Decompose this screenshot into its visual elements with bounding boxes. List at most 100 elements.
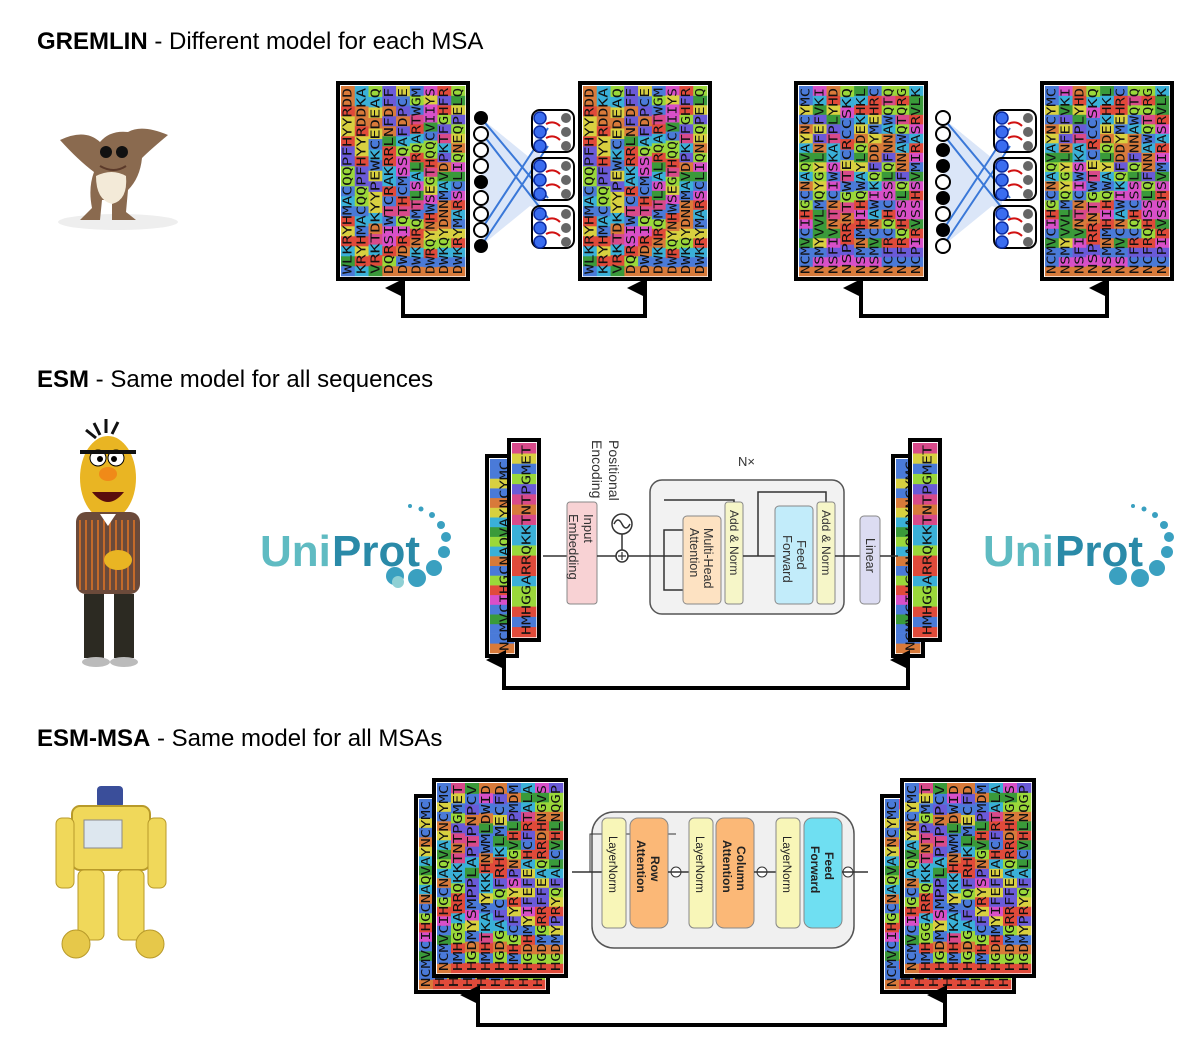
- robot-character-icon: [55, 786, 167, 959]
- layernorm-label-3: LayerNorm: [780, 836, 792, 893]
- msa-sequence: DWKQYDNNMAVDPKTFGHFR: [437, 87, 451, 274]
- esm-msa-heading-bold: ESM-MSA: [37, 725, 151, 752]
- esm-msa-heading: ESM-MSA - Same model for all MSAs: [37, 725, 442, 753]
- msa-sequence: HMHGGARRQKKTNTPGMET: [919, 785, 933, 971]
- bert-character-icon: [76, 419, 140, 667]
- msa-sequence: HGDMGRRFFEAQRRDHNGVS: [1003, 785, 1017, 971]
- msa-sequence: WLKRYHMACQQPFHYYRDD: [341, 88, 355, 274]
- esm-heading-bold: ESM: [37, 366, 90, 393]
- add-norm-label-1: Add & Norm: [727, 510, 741, 575]
- add-norm-label-2: Add & Norm: [819, 510, 833, 575]
- msa-transformer-diagram: LayerNorm Row Attention LayerNorm Column…: [572, 811, 868, 949]
- attention-label: Attention: [687, 528, 701, 577]
- msa-sequence: DWKNRQMTLSALRQARTWGM: [652, 88, 666, 274]
- feed-forward-box: [774, 505, 814, 605]
- msa-sequence: HGDMYSMPPLAPTPNPCV: [465, 785, 479, 971]
- feed-forward-box-msa: [803, 817, 843, 929]
- nx-label: N×: [738, 454, 755, 469]
- msa-sequence: DQRSIWTCRAKRRLNFDFF: [382, 88, 396, 274]
- layernorm-label-1: LayerNorm: [606, 836, 618, 893]
- forward-label: Forward: [780, 535, 795, 583]
- esm-msa-heading-rest: - Same model for all MSAs: [150, 725, 443, 752]
- row-label: Row: [648, 856, 662, 882]
- column-attention-label: Attention: [720, 840, 734, 893]
- msa-sequence: NCFRCQHCSSLQFNNAWQTQ: [1127, 88, 1141, 274]
- linear-box: [859, 515, 881, 605]
- esm-arrow: [486, 650, 910, 690]
- msa-sequence: DWKQYDNNMAVDPKTFGHFR: [679, 87, 693, 274]
- embedding-label: Embedding: [566, 514, 581, 580]
- msa-sequence: NCMVCIHGCNAQVAYNCYMC: [885, 801, 899, 987]
- esm-msa-arrow: [460, 985, 947, 1027]
- layernorm-box-2: [688, 817, 714, 929]
- msa-sequence: HGDHMYIFEFEAHCFRTALA: [521, 784, 535, 971]
- msa-sequence: VRKTDKYYPEWKCEDEAQ: [610, 88, 624, 274]
- msa-sequence: NCPIRVSSHSVMIRASRVLK: [1155, 87, 1169, 274]
- input-label: Input: [581, 514, 596, 543]
- msa-sequence: NCMVCIHGCNAQVAYNCYMC: [437, 785, 451, 971]
- msa-sequence: DWDRIQTHCMSSQAFDPCE: [638, 88, 652, 274]
- msa-sequence: NSPRRNTGWTECRCCSKQ: [1086, 88, 1100, 274]
- msa-sequence: NCFRQHSSLQFNNAWQTQRG: [895, 88, 909, 274]
- gremlin-network-2: [935, 109, 1037, 254]
- msa-sequence: NSMVCNAWIKQFDDYMEHRC: [868, 88, 882, 274]
- msa-sequence: HGDHMYIFEFEAHCFRTALA: [989, 784, 1003, 971]
- msa-sequence: HMHTKAMYKKHNWMLDWID: [947, 785, 961, 971]
- msa-sequence: NCMVCIHGCNAQVAYNCYMC: [799, 88, 813, 274]
- msa-sequence: DWKRYMARSCLIQNEQPELQ: [693, 88, 707, 274]
- msa-sequence: NSMVCNAWIKQFDDYMEHRC: [1114, 88, 1128, 274]
- msa-sequence: NCFRQHSSLQFNNAWQTQRG: [1141, 88, 1155, 274]
- msa-sequence: HMHTKAMYKKHNWMLDWID: [479, 785, 493, 971]
- msa-sequence: DWKRYMARSCLIQNEQPELQ: [451, 88, 465, 274]
- msa-sequence: HGDGAFCQFRHKLMECFD: [961, 785, 975, 971]
- uniprot-left-prot: Prot: [332, 527, 420, 576]
- msa-sequence: HGDMYSMPPLAPTPNPCV: [933, 785, 947, 971]
- msa-sequence: HMHGCFYRYSPNGVHLPMDM: [975, 785, 989, 971]
- feed-label-msa: Feed: [822, 852, 836, 880]
- msa-sequence: HGDMYPRYQFALCVHLNQGP: [549, 785, 563, 971]
- msa-sequence: HMHGGARRQKKTNTPGMET: [921, 445, 935, 635]
- msa-sequence: DQRSIWTCRAKRRLNFDFF: [624, 88, 638, 274]
- gremlin-character-icon: [58, 128, 178, 230]
- msa-sequence: HGDMGRRFFEAQRRDHNGVS: [535, 785, 549, 971]
- msa-sequence: NCPIRVSSHSVMIRASRVLK: [909, 87, 923, 274]
- esm-heading: ESM - Same model for all sequences: [37, 366, 433, 394]
- layernorm-box-1: [601, 817, 627, 929]
- gremlin-heading-rest: - Different model for each MSA: [147, 28, 484, 55]
- msa-sequence: NCMVCIHGCNAQVAYNCYMC: [1045, 88, 1059, 274]
- msa-sequence: HGDGAFCQFRHKLMECFD: [493, 785, 507, 971]
- gremlin-heading-bold: GREMLIN: [37, 28, 148, 55]
- msa-sequence: WLKRYHMACQQPFHYYRDD: [583, 88, 597, 274]
- msa-sequence: DWRQYNHWSEGTHQQCVIIYS: [423, 88, 437, 274]
- uniprot-logo-right: Uni Prot: [983, 504, 1174, 587]
- msa-sequence: KRYHMACQQPFHYYRDDKA: [355, 87, 369, 274]
- esm-output-seq-front: HMHGGARRQKKTNTPGMET: [908, 438, 942, 642]
- gremlin-arrow-2: [843, 278, 1109, 318]
- row-attention-box: [629, 817, 669, 929]
- msa-sequence: NSPRRNTGWTECRCCSKQ: [840, 88, 854, 274]
- layernorm-box-3: [775, 817, 801, 929]
- feed-label: Feed: [794, 540, 809, 570]
- uniprot-left-uni: Uni: [260, 527, 331, 576]
- msa-sequence: VRKTDKYYPEWKCEDEAQ: [368, 88, 382, 274]
- msa-sequence: DWDRIQTHCMSSQAFDPCE: [396, 88, 410, 274]
- msa-sequence: HMHGGARRQKKTNTPGMET: [451, 785, 465, 971]
- msa-sequence: HGDMYPRYQFALCVHLNQGP: [1017, 785, 1031, 971]
- input-embedding-box: [566, 501, 598, 605]
- msa-sequence: NSFIVNTNCIWSKATPLYHD: [826, 88, 840, 274]
- msa-sequence: HMHGGARRQKKTNTPGMET: [520, 445, 534, 635]
- msa-sequence: NSMYVVLMQYGYLNFEFVKI: [1059, 88, 1073, 274]
- msa-sequence: NCFRCQHCSSLQFNNAWQTQ: [881, 88, 895, 274]
- linear-label: Linear: [863, 538, 877, 573]
- transformer-diagram: Positional Encoding N× Input Embedding M…: [543, 440, 898, 615]
- esm-input-seq-front: HMHGGARRQKKTNTPGMET: [507, 438, 541, 642]
- layernorm-label-2: LayerNorm: [693, 836, 705, 893]
- uniprot-right-uni: Uni: [983, 527, 1054, 576]
